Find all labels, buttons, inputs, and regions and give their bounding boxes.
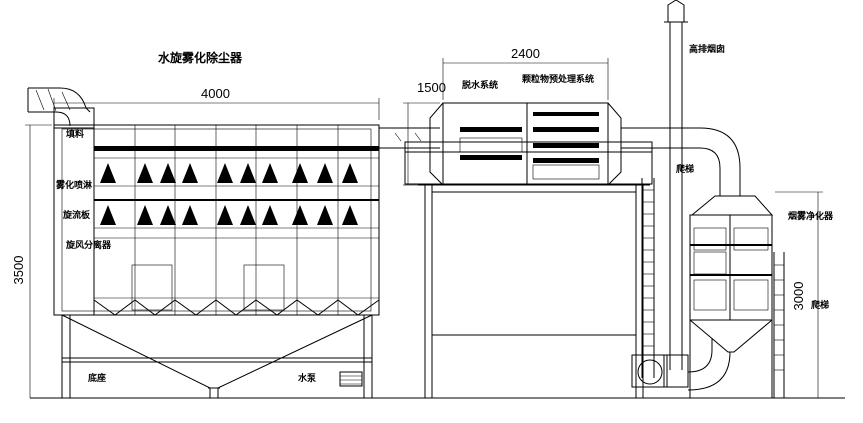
bottom-cone bbox=[61, 314, 373, 389]
label-swirl-plate: 旋流板 bbox=[62, 209, 91, 221]
dim-width-2400: 2400 bbox=[511, 46, 540, 61]
dim-width-4000: 4000 bbox=[201, 86, 230, 101]
label-filter: 填料 bbox=[66, 128, 84, 140]
smoke-purifier-unit bbox=[687, 195, 785, 398]
water-pump bbox=[339, 371, 363, 387]
label-base: 底座 bbox=[88, 372, 106, 384]
cyclone-chambers bbox=[94, 264, 379, 311]
dimension-lines bbox=[25, 58, 823, 398]
dim-height-3500: 3500 bbox=[11, 256, 26, 285]
inlet-duct-bottom bbox=[28, 111, 71, 127]
label-pump: 水泵 bbox=[298, 372, 317, 384]
exhaust-stack bbox=[664, 0, 688, 370]
spray-nozzles-row1 bbox=[100, 163, 358, 183]
scrubber-compartments bbox=[134, 125, 339, 315]
label-particle-pretreatment: 颗粒物预处理系统 bbox=[522, 73, 594, 85]
fan-motor bbox=[631, 354, 689, 388]
scrubber-base bbox=[61, 315, 373, 398]
label-atomizer: 雾化喷淋 bbox=[55, 179, 92, 191]
filler-layer bbox=[94, 146, 379, 151]
label-ladder-side: 爬梯 bbox=[810, 299, 829, 311]
label-smoke-purifier: 烟雾净化器 bbox=[788, 210, 834, 222]
label-stack: 高排烟囱 bbox=[689, 43, 725, 55]
pretreatment-unit bbox=[404, 102, 653, 398]
ladder bbox=[641, 178, 655, 378]
spray-nozzles-row2 bbox=[100, 205, 358, 225]
scrubber-unit bbox=[27, 87, 380, 398]
dim-height-1500: 1500 bbox=[417, 80, 446, 95]
title-label: 水旋雾化除尘器 bbox=[158, 50, 243, 65]
dim-height-3000: 3000 bbox=[791, 282, 806, 311]
label-dewater: 脱水系统 bbox=[462, 79, 498, 91]
label-ladder-top: 爬梯 bbox=[675, 163, 694, 175]
label-cyclone: 旋风分离器 bbox=[65, 239, 112, 251]
